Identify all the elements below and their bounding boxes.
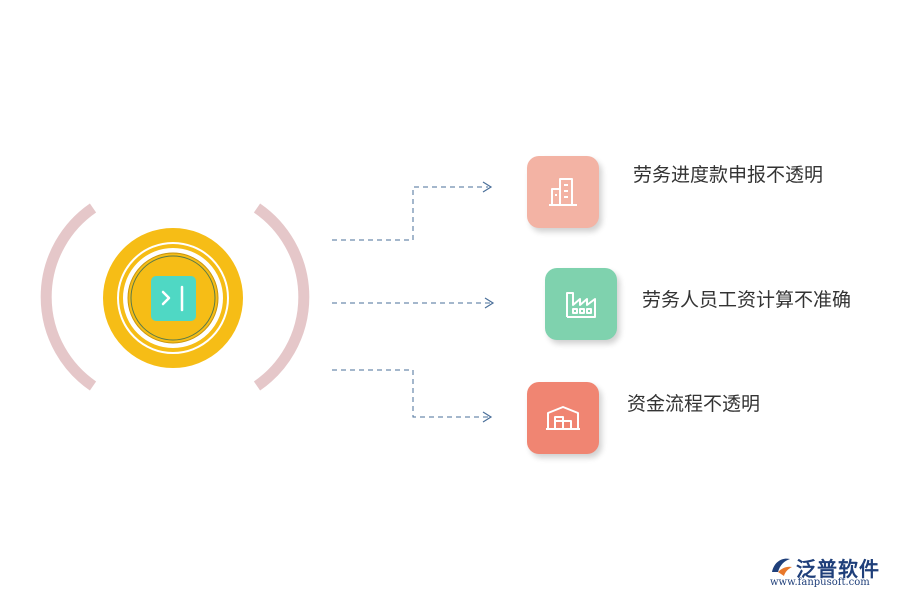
connectors	[332, 186, 490, 418]
brand-watermark: 泛普软件 www.fanpusoft.com	[768, 553, 896, 589]
warehouse-icon	[546, 406, 580, 430]
outer-ring	[103, 228, 243, 368]
middle-ring	[119, 244, 227, 352]
right-bracket-arc	[253, 203, 310, 391]
building-icon	[549, 178, 577, 206]
expand-panel-icon	[161, 285, 184, 312]
item-1-icon-tile	[527, 156, 599, 228]
factory-icon	[566, 292, 596, 318]
item-1-label: 劳务进度款申报不透明	[633, 164, 824, 186]
item-2-label: 劳务人员工资计算不准确	[642, 289, 852, 311]
item-3-icon-tile	[527, 382, 599, 454]
item-3-label: 资金流程不透明	[627, 393, 761, 415]
connector-1	[332, 186, 488, 241]
connector-arrowheads	[482, 181, 495, 423]
item-2-icon-tile	[545, 268, 617, 340]
connector-3	[332, 369, 488, 418]
brand-logo-icon	[772, 558, 792, 576]
brand-url: www.fanpusoft.com	[770, 577, 870, 588]
left-bracket-arc	[40, 203, 97, 391]
inner-disc-edge	[130, 255, 216, 341]
expand-panel-icon-tile	[151, 276, 196, 321]
brand-name: 泛普软件	[796, 557, 880, 581]
